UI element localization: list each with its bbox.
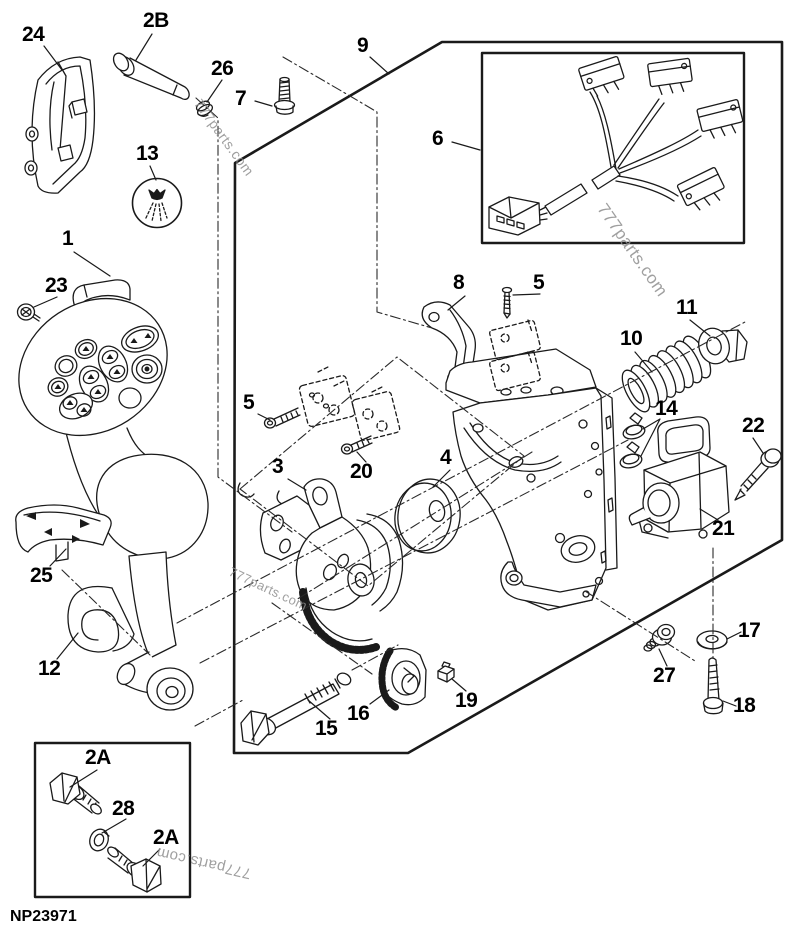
part-19-nut xyxy=(437,661,455,683)
part-2a-bolt-2 xyxy=(107,846,162,893)
part-2b-pin xyxy=(112,52,190,101)
part-2a-bolt-1 xyxy=(49,772,102,815)
part-21-solenoid xyxy=(628,416,730,539)
callout-21: 21 xyxy=(712,517,735,540)
callout-28: 28 xyxy=(112,797,135,820)
part-17-washer xyxy=(696,630,728,650)
callout-5: 5 xyxy=(243,391,255,414)
callout-4: 4 xyxy=(440,446,452,469)
callout-20: 20 xyxy=(350,460,373,483)
part-27-screw xyxy=(643,623,676,652)
callout-24: 24 xyxy=(22,23,45,46)
callout-13: 13 xyxy=(136,142,159,165)
callout-23: 23 xyxy=(45,274,68,297)
callout-10: 10 xyxy=(620,327,643,350)
mounting-plate xyxy=(445,348,618,611)
part-14-clips xyxy=(619,412,646,469)
part-5-screw-top xyxy=(501,286,513,319)
part-25-latch-plate xyxy=(15,504,112,562)
callout-7: 7 xyxy=(235,87,247,110)
callout-5: 5 xyxy=(533,271,545,294)
harness-box xyxy=(480,51,746,245)
part-22-screw xyxy=(734,448,782,501)
part-1-joystick xyxy=(18,279,209,711)
callout-8: 8 xyxy=(453,271,465,294)
callout-26: 26 xyxy=(211,57,234,80)
ghost-switches-center xyxy=(298,365,401,442)
callout-16: 16 xyxy=(347,702,370,725)
callout-6: 6 xyxy=(432,127,444,150)
callout-25: 25 xyxy=(30,564,53,587)
part-11-bushing xyxy=(698,327,748,365)
part-12-spring xyxy=(67,585,135,653)
part-15-bolt xyxy=(240,672,352,746)
ghost-switches-right xyxy=(489,319,541,392)
callout-27: 27 xyxy=(653,664,676,687)
part-16-sector-gear xyxy=(378,647,427,712)
part-28-washer xyxy=(89,828,110,852)
assembly-axis-lines xyxy=(61,56,746,727)
part-3-pivot-bracket xyxy=(259,478,404,654)
callout-2b: 2B xyxy=(143,9,169,32)
part-7-screw xyxy=(273,76,296,115)
callout-22: 22 xyxy=(742,414,765,437)
callout-2a: 2A xyxy=(153,826,179,849)
part-24-bracket xyxy=(24,56,96,194)
callout-3: 3 xyxy=(272,455,284,478)
callout-11: 11 xyxy=(676,296,698,319)
callout-1: 1 xyxy=(62,227,74,250)
part-10-spring xyxy=(621,335,712,413)
part-20-screw xyxy=(340,435,373,455)
callout-19: 19 xyxy=(455,689,478,712)
figure-code: NP23971 xyxy=(10,908,77,925)
callout-15: 15 xyxy=(315,717,338,740)
part-13-lube-symbol xyxy=(131,177,183,229)
callout-12: 12 xyxy=(38,657,61,680)
callout-17: 17 xyxy=(738,619,761,642)
assembly-boundary-box xyxy=(232,40,784,755)
callout-2a: 2A xyxy=(85,746,111,769)
callout-18: 18 xyxy=(733,694,756,717)
part-6-wiring-harness xyxy=(488,55,744,236)
leader-lines xyxy=(33,33,764,867)
hardware-kit-box xyxy=(33,741,192,899)
part-18-screw xyxy=(702,657,724,715)
callout-14: 14 xyxy=(655,397,678,420)
part-5-screw-left xyxy=(263,407,301,429)
part-26-clip xyxy=(195,100,214,117)
callout-9: 9 xyxy=(357,34,369,57)
part-23-screw xyxy=(16,303,41,322)
